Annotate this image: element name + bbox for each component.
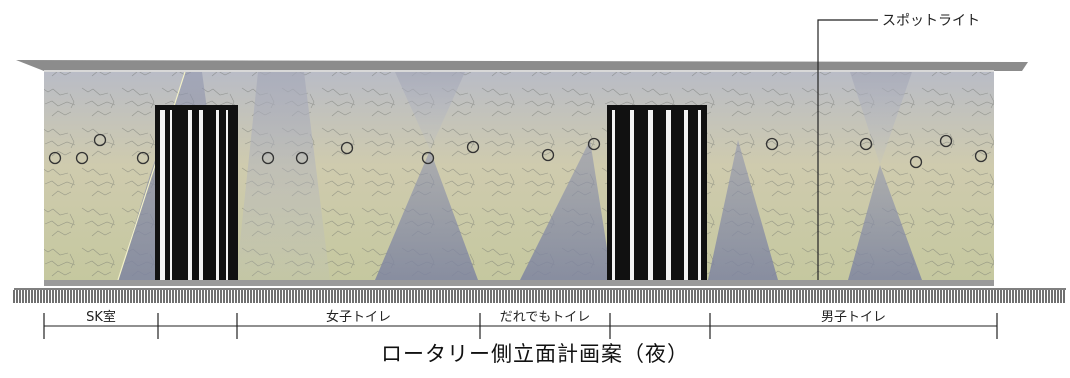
spotlight-cone <box>708 140 778 280</box>
light-fixture <box>541 148 555 162</box>
ground-line <box>44 280 994 286</box>
light-fixture <box>466 140 480 154</box>
spotlight-cone <box>848 165 922 280</box>
light-fixture <box>765 137 779 151</box>
segment-label: 男子トイレ <box>821 310 886 325</box>
door-right <box>607 105 707 280</box>
light-fixture <box>421 151 435 165</box>
light-fixture <box>859 137 873 151</box>
light-fixture <box>340 141 354 155</box>
drawing-title: ロータリー側立面計画案（夜） <box>381 342 689 366</box>
spotlight-cone <box>850 72 912 165</box>
wall-light-fixtures <box>48 133 988 169</box>
light-fixture <box>48 151 62 165</box>
spotlight-label: スポットライト <box>882 13 980 29</box>
ground-hatch <box>13 288 1066 303</box>
segment-label: SK室 <box>86 309 116 325</box>
light-fixture <box>261 151 275 165</box>
dimension-line: SK室 女子トイレ だれでもトイレ 男子トイレ <box>43 309 998 339</box>
spotlight-cone <box>520 140 612 280</box>
spotlight-cone <box>236 72 330 280</box>
spotlight-leader-line <box>817 19 878 280</box>
light-fixture <box>587 137 601 151</box>
segment-label: だれでもトイレ <box>500 310 591 325</box>
roof-underside <box>44 70 994 72</box>
light-fixture <box>939 134 953 148</box>
light-fixture <box>75 151 89 165</box>
light-fixture <box>974 149 988 163</box>
spotlight-cone <box>395 72 465 150</box>
light-fixture <box>295 151 309 165</box>
segment-label: 女子トイレ <box>326 309 391 325</box>
spotlight-cone <box>375 150 478 280</box>
door-left <box>155 105 238 280</box>
roof-slab <box>16 60 1028 71</box>
light-fixture <box>909 155 923 169</box>
light-fixture <box>136 151 150 165</box>
light-fixture <box>93 133 107 147</box>
